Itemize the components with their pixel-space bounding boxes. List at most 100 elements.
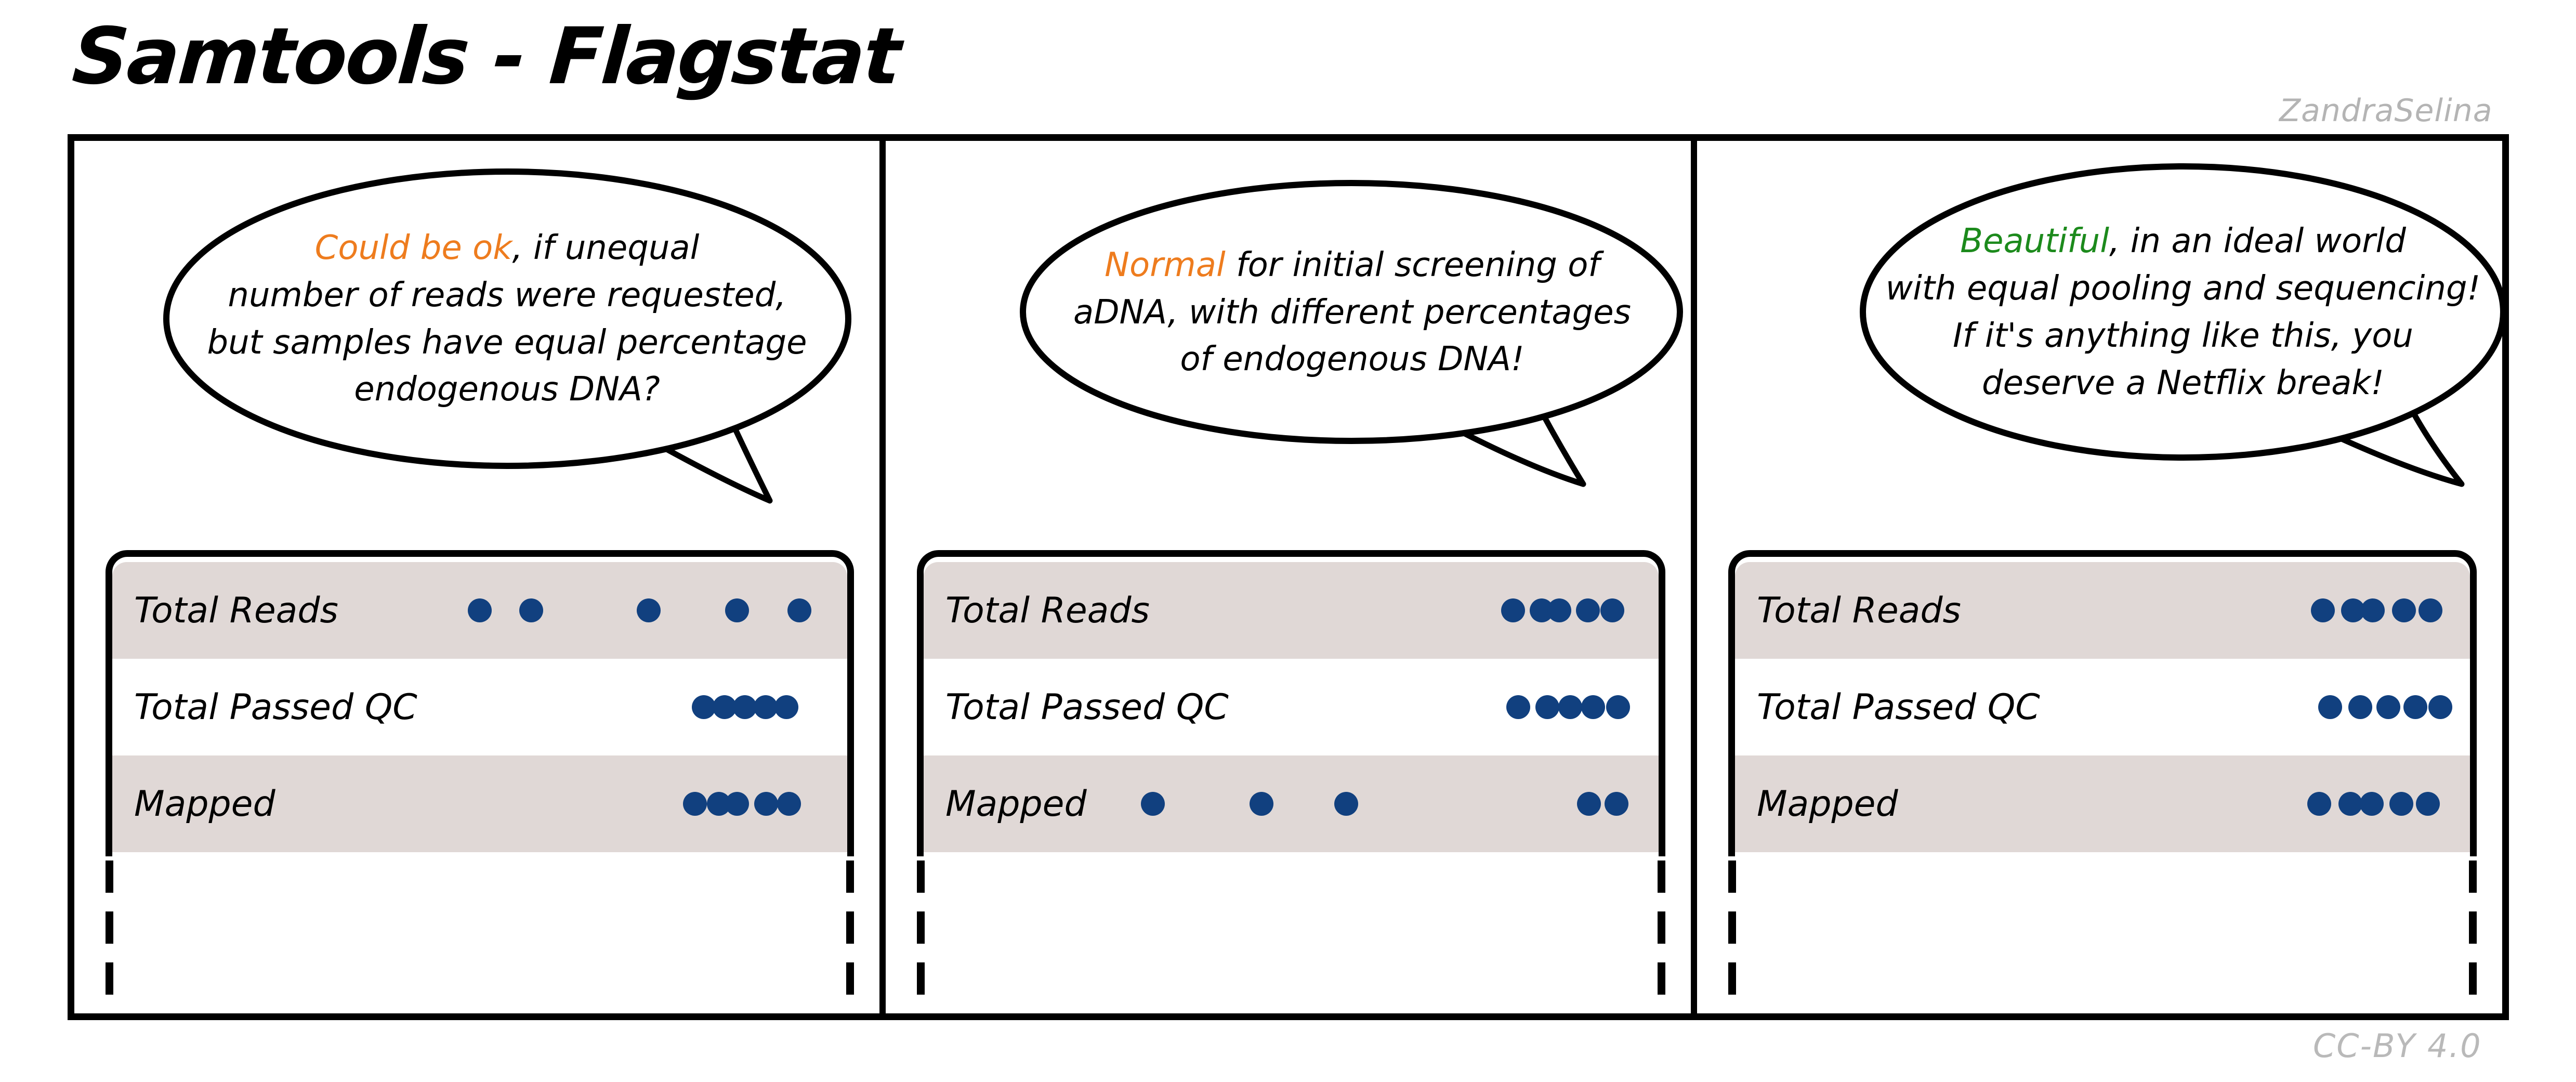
table-continuation-dashes [917,861,925,1013]
dash-mark [846,911,854,944]
dash-mark [846,962,854,995]
author-credit: ZandraSelina [2279,93,2493,129]
read-dot [519,598,543,622]
license-text: CC-BY 4.0 [2313,1027,2482,1065]
read-dot [468,598,492,622]
read-dot [1506,695,1530,719]
read-dot [637,598,661,622]
dash-mark [106,962,113,995]
dash-mark [2469,911,2477,944]
read-dot [1605,792,1629,816]
dash-mark [1728,962,1736,995]
read-dot [754,792,779,816]
dot-plot [1735,562,2470,659]
dash-mark [2469,962,2477,995]
dash-mark [917,911,925,944]
read-dot [1501,598,1526,622]
dash-mark [917,861,925,893]
read-dot [2338,792,2362,816]
dash-mark [106,911,113,944]
read-dot [2376,695,2401,719]
bubble-highlight: Could be ok [314,228,512,267]
read-dot [2391,598,2416,622]
dot-plot [924,755,1659,852]
table-row-mapped: Mapped [112,755,847,852]
read-dot [692,695,716,719]
read-dot [2311,598,2335,622]
read-dot [1547,598,1572,622]
dot-plot [1735,755,2470,852]
read-dot [2318,695,2343,719]
speech-bubble-outline [163,168,851,504]
row-label: Mapped [945,783,1087,825]
read-dot [2389,792,2414,816]
dot-plot [924,562,1659,659]
speech-bubble-body [163,168,851,469]
dash-mark [1658,911,1665,944]
comic-frame: Could be ok, if unequal number of reads … [68,134,2509,1020]
speech-bubble-text: Normal for initial screening of aDNA, wi… [1031,198,1673,427]
row-label: Total Passed QC [945,686,1229,728]
speech-bubble-outline [1020,180,1683,487]
bubble-line: with equal pooling and sequencing! [1885,269,2481,308]
read-dot [1576,598,1600,622]
bubble-text-segment: , if unequal [512,228,700,267]
read-dot [683,792,707,816]
bubble-highlight: Beautiful [1960,222,2109,261]
panel-beautiful: Beautiful, in an ideal world with equal … [1697,141,2502,1013]
table-continuation-dashes [1658,861,1665,1013]
bubble-line: Could be ok, if unequal [315,225,700,272]
read-dot [1535,695,1560,719]
read-dot [777,792,801,816]
read-dot [2307,792,2332,816]
read-dot [2403,695,2428,719]
table-row-mapped: Mapped [924,755,1659,852]
flagstat-table: Total Reads Total Passed QC Mapped [917,550,1665,856]
dash-mark [1728,861,1736,893]
read-dot [754,695,778,719]
bubble-line: If it's anything like this, you [1953,317,2413,355]
dash-mark [2469,861,2477,893]
dash-mark [1658,861,1665,893]
dash-mark [1728,911,1736,944]
table-row-total-passed-qc: Total Passed QC [1735,659,2470,755]
row-label: Total Reads [945,590,1150,631]
bubble-line: endogenous DNA? [354,370,660,409]
read-dot [1558,695,1583,719]
read-dot [2418,598,2442,622]
bubble-line: aDNA, with different percentages [1073,293,1631,332]
read-dot [2348,695,2373,719]
dot-plot [924,659,1659,755]
dash-mark [1658,962,1665,995]
read-dot [725,792,749,816]
read-dot [2428,695,2453,719]
page-title: Samtools - Flagstat [69,11,903,102]
table-continuation-dashes [2469,861,2477,1013]
row-label: Total Passed QC [134,686,417,728]
table-row-mapped: Mapped [1735,755,2470,852]
row-label: Total Passed QC [1757,686,2040,728]
dash-mark [846,861,854,893]
read-dot [2359,792,2384,816]
dash-mark [106,861,113,893]
read-dot [725,598,749,622]
read-dot [2416,792,2440,816]
flagstat-table: Total Reads Total Passed QC Mapped [106,550,854,856]
dash-mark [917,962,925,995]
table-row-total-passed-qc: Total Passed QC [924,659,1659,755]
read-dot [1250,792,1274,816]
row-label: Mapped [134,783,275,825]
bubble-line: number of reads were requested, [228,276,786,315]
speech-bubble-body [1020,180,1683,444]
bubble-line: deserve a Netflix break! [1981,363,2385,402]
dot-plot [1735,659,2470,755]
speech-bubble-body [1860,163,2502,461]
read-dot [1581,695,1606,719]
row-label: Total Reads [1757,590,1961,631]
dot-plot [112,562,847,659]
read-dot [1600,598,1624,622]
panel-could-be-ok: Could be ok, if unequal number of reads … [74,141,879,1013]
read-dot [733,695,757,719]
read-dot [787,598,812,622]
speech-bubble-outline [1860,163,2502,487]
